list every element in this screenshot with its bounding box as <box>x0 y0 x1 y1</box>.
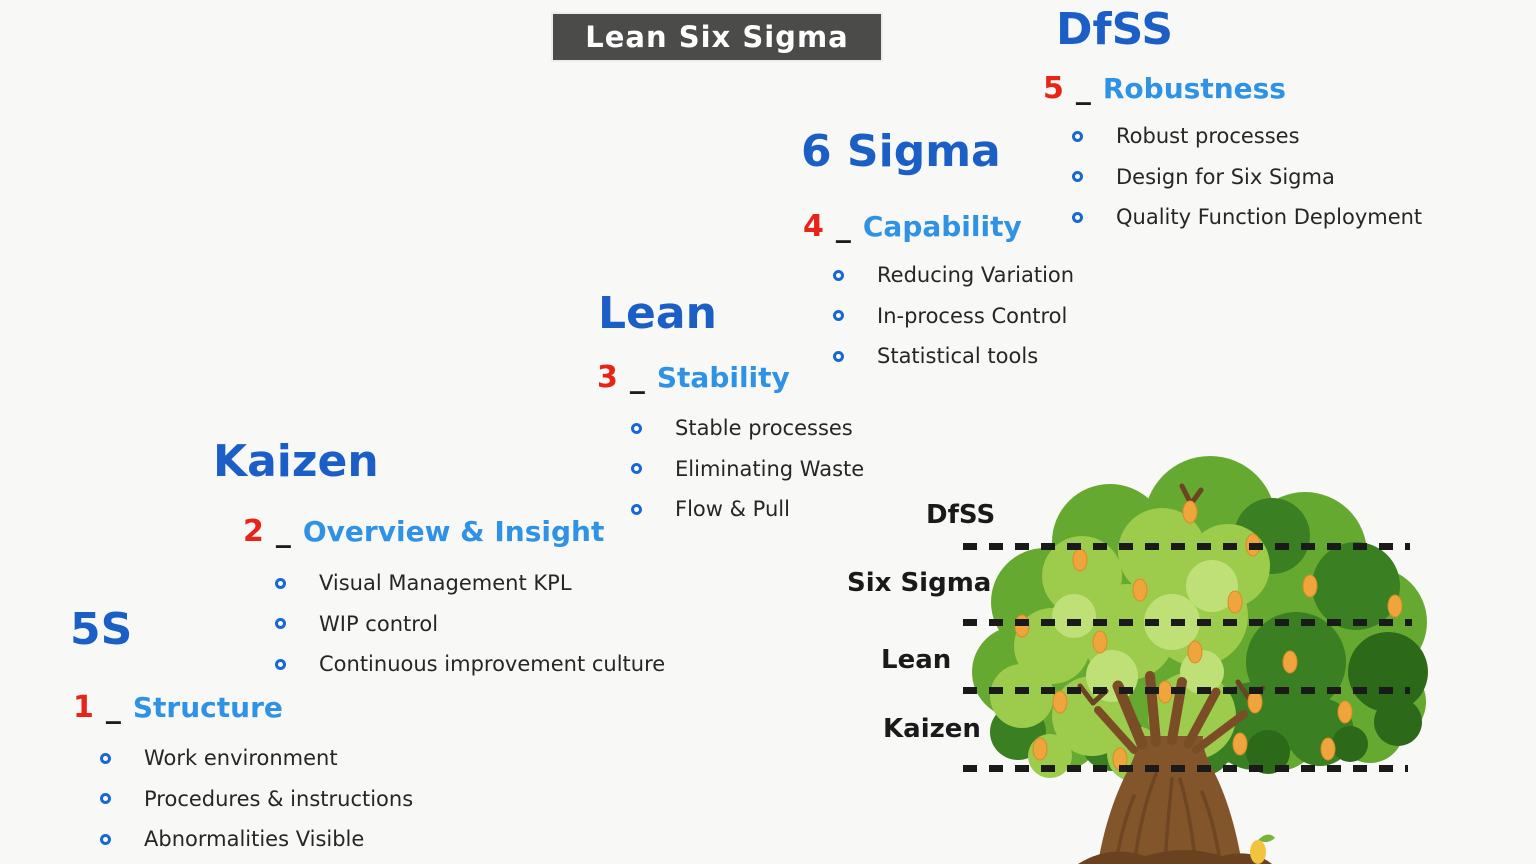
bullet-text: Eliminating Waste <box>675 456 865 481</box>
list-item: Eliminating Waste <box>631 449 864 490</box>
heading-6-sigma: 6 Sigma <box>801 126 1001 177</box>
bullet-text: Statistical tools <box>877 344 1039 369</box>
list-item: Reducing Variation <box>833 255 1074 296</box>
stage-separator: _ <box>629 360 645 395</box>
subheading-lean: 3 _ Stability <box>597 360 790 395</box>
list-item: Procedures & instructions <box>100 779 413 820</box>
slide-title: Lean Six Sigma <box>553 14 881 60</box>
bullet-text: Flow & Pull <box>675 497 790 522</box>
bullet-text: In-process Control <box>877 303 1068 328</box>
stage-number-5: 5 <box>1043 71 1064 106</box>
bullet-ring-icon <box>100 793 111 805</box>
subheading-kaizen: 2 _ Overview & Insight <box>243 514 604 549</box>
heading-lean: Lean <box>598 288 717 339</box>
bullet-text: Stable processes <box>675 416 853 441</box>
subheading-label-capability: Capability <box>862 210 1022 243</box>
bullet-ring-icon <box>100 833 111 845</box>
bullet-ring-icon <box>275 658 286 670</box>
bullet-ring-icon <box>631 422 642 434</box>
bullet-list-6-sigma: Reducing Variation In-process Control St… <box>833 255 1074 377</box>
bullet-list-kaizen: Visual Management KPL WIP control Contin… <box>275 563 665 685</box>
stage-separator: _ <box>105 690 121 725</box>
bullet-ring-icon <box>833 350 844 362</box>
bullet-text: Abnormalities Visible <box>144 827 365 852</box>
bullet-text: Work environment <box>144 746 338 771</box>
subheading-label-robustness: Robustness <box>1102 72 1286 105</box>
list-item: Design for Six Sigma <box>1072 157 1422 198</box>
bullet-ring-icon <box>275 577 286 589</box>
bullet-list-5s: Work environment Procedures & instructio… <box>100 738 413 860</box>
list-item: Robust processes <box>1072 116 1422 157</box>
tree-label-lean: Lean <box>881 645 952 675</box>
bullet-ring-icon <box>631 503 642 515</box>
bullet-text: Reducing Variation <box>877 263 1075 288</box>
bullet-ring-icon <box>631 463 642 475</box>
list-item: Continuous improvement culture <box>275 644 665 685</box>
list-item: Flow & Pull <box>631 489 864 530</box>
stage-number-1: 1 <box>73 690 94 725</box>
stage-separator: _ <box>1075 71 1091 106</box>
list-item: Abnormalities Visible <box>100 819 413 860</box>
bullet-text: Quality Function Deployment <box>1116 205 1423 230</box>
tree-label-kaizen: Kaizen <box>883 714 981 744</box>
list-item: WIP control <box>275 604 665 645</box>
subheading-label-structure: Structure <box>132 691 283 724</box>
heading-dfss: DfSS <box>1056 4 1174 55</box>
bullet-ring-icon <box>1072 211 1083 223</box>
bullet-ring-icon <box>833 269 844 281</box>
level-dash-line-dfss <box>963 543 1410 550</box>
tree-label-six-sigma: Six Sigma <box>847 568 992 598</box>
stage-number-2: 2 <box>243 514 264 549</box>
stage-number-4: 4 <box>803 209 824 244</box>
bullet-text: Robust processes <box>1116 124 1300 149</box>
list-item: Statistical tools <box>833 336 1074 377</box>
list-item: Visual Management KPL <box>275 563 665 604</box>
bullet-ring-icon <box>1072 171 1083 183</box>
subheading-label-stability: Stability <box>656 361 790 394</box>
bullet-ring-icon <box>833 310 844 322</box>
stage-separator: _ <box>275 514 291 549</box>
list-item: Stable processes <box>631 408 864 449</box>
bullet-list-lean: Stable processes Eliminating Waste Flow … <box>631 408 864 530</box>
heading-5s: 5S <box>70 604 133 655</box>
tree-label-dfss: DfSS <box>926 500 996 530</box>
bullet-text: WIP control <box>319 611 439 636</box>
stage-number-3: 3 <box>597 360 618 395</box>
falling-mango-icon <box>1250 834 1275 864</box>
subheading-6-sigma: 4 _ Capability <box>803 209 1022 244</box>
heading-kaizen: Kaizen <box>213 436 379 487</box>
mango-tree-illustration <box>972 456 1428 864</box>
list-item: Work environment <box>100 738 413 779</box>
bullet-text: Procedures & instructions <box>144 786 414 811</box>
bullet-text: Continuous improvement culture <box>319 652 666 677</box>
bullet-text: Design for Six Sigma <box>1116 164 1335 189</box>
bullet-ring-icon <box>275 618 286 630</box>
bullet-ring-icon <box>1072 130 1083 142</box>
subheading-5s: 1 _ Structure <box>73 690 283 725</box>
bullet-ring-icon <box>100 752 111 764</box>
level-dash-line-kaizen <box>963 765 1408 772</box>
stage-separator: _ <box>835 209 851 244</box>
subheading-dfss: 5 _ Robustness <box>1043 71 1286 106</box>
list-item: Quality Function Deployment <box>1072 197 1422 238</box>
subheading-label-overview-insight: Overview & Insight <box>302 515 605 548</box>
list-item: In-process Control <box>833 296 1074 337</box>
bullet-text: Visual Management KPL <box>319 571 572 596</box>
bullet-list-dfss: Robust processes Design for Six Sigma Qu… <box>1072 116 1422 238</box>
level-dash-line-lean <box>963 687 1410 694</box>
level-dash-line-six-sigma <box>963 619 1412 626</box>
